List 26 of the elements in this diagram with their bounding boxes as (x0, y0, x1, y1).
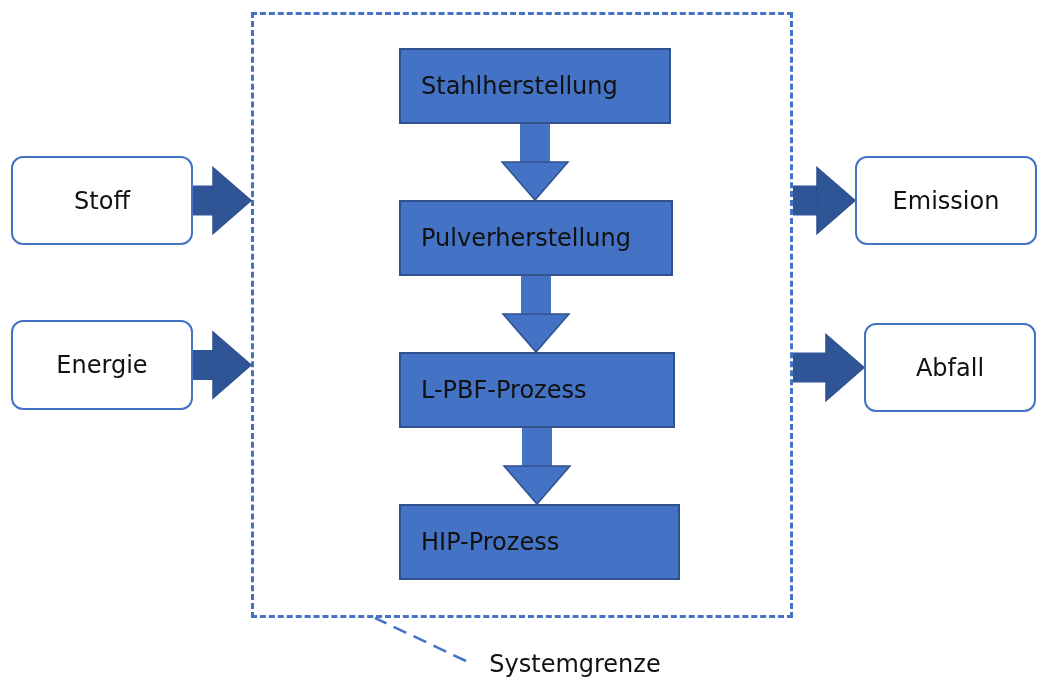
block-arrow (793, 333, 865, 402)
process-box (399, 200, 673, 276)
block-arrow (793, 166, 856, 235)
boundary-label: Systemgrenze (489, 650, 661, 678)
flow-box (864, 323, 1036, 412)
flow-box (11, 156, 193, 245)
block-arrow (193, 331, 252, 399)
block-arrow (502, 276, 570, 353)
system-boundary (251, 12, 793, 618)
box-label: L-PBF-Prozess (421, 376, 587, 404)
process-box (399, 504, 680, 580)
flow-box (855, 156, 1037, 245)
box-label: Pulverherstellung (421, 224, 631, 252)
block-arrow (193, 166, 252, 235)
process-box (399, 352, 675, 428)
box-label: HIP-Prozess (421, 528, 560, 556)
box-label: Stahlherstellung (421, 72, 618, 100)
box-label: Stoff (74, 186, 130, 215)
box-label: Abfall (915, 353, 985, 382)
process-box (399, 48, 671, 124)
box-label: Energie (56, 351, 148, 379)
flow-box (11, 320, 193, 410)
box-label: Emission (892, 186, 1000, 215)
block-arrow (503, 428, 571, 505)
leader-line (374, 616, 467, 663)
block-arrow (501, 124, 569, 201)
